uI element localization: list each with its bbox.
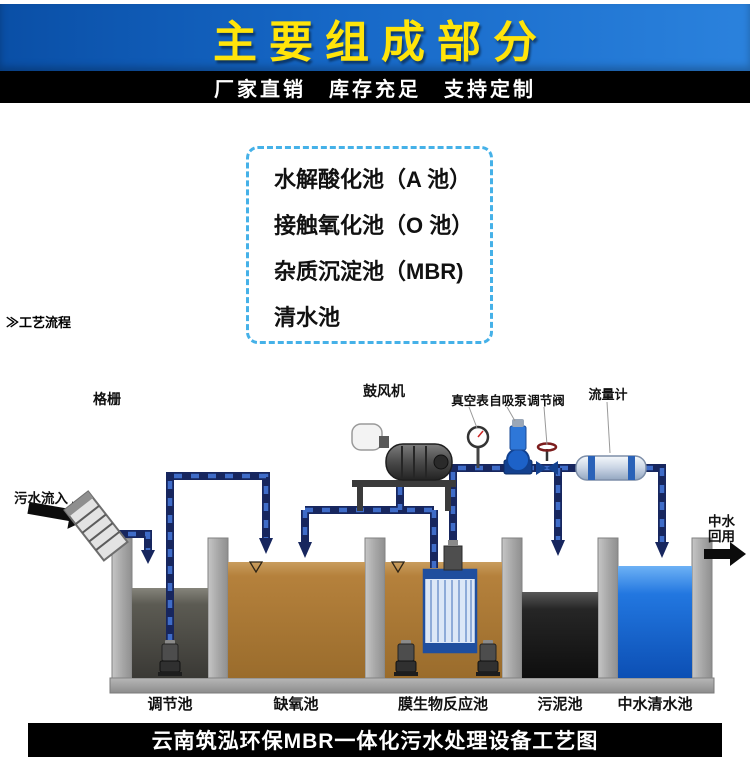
tank-foundation-slab: [109, 677, 715, 694]
leader-valve: [543, 406, 548, 446]
regulation-to-anoxic-pipe: [166, 472, 270, 642]
arrow-into-clear-tank: [655, 542, 669, 558]
header-banner: 主要组成部分: [0, 4, 750, 71]
component-item-o-tank: 接触氧化池（O 池）: [274, 213, 474, 238]
label-tank-clear: 中水清水池: [617, 695, 692, 713]
label-tank-anoxic: 缺氧池: [272, 695, 318, 713]
anoxic-tank-water: [228, 562, 365, 678]
water-level-mark-mbr: [390, 561, 406, 574]
process-diagram: 格栅 鼓风机 真空表 自吸泵 调节阀 流量计 污水流入 中水 回用 调节池 缺氧…: [14, 383, 746, 713]
label-tank-sludge: 污泥池: [537, 695, 582, 713]
label-reuse-line1: 中水: [708, 513, 736, 529]
submersible-pump-regulation: [157, 639, 183, 677]
self-priming-pump: [503, 419, 533, 475]
tank-wall-left: [111, 537, 133, 679]
label-self-priming-pump: 自吸泵: [489, 393, 527, 408]
arrow-into-regulation-tank: [141, 550, 155, 564]
component-item-a-tank: 水解酸化池（A 池）: [274, 167, 472, 192]
leader-pump: [506, 406, 516, 422]
footer-caption: 云南筑泓环保MBR一体化污水处理设备工艺图: [151, 730, 599, 753]
tank-wall-4: [597, 537, 619, 679]
label-vacuum-gauge: 真空表: [451, 393, 489, 408]
blower-unit: [351, 423, 456, 511]
water-level-mark-anoxic: [248, 561, 264, 574]
tank-wall-3: [501, 537, 523, 679]
leader-vacuum-gauge: [468, 406, 478, 429]
components-list-box: 水解酸化池（A 池） 接触氧化池（O 池） 杂质沉淀池（MBR) 清水池: [246, 146, 493, 344]
label-inflow: 污水流入: [14, 490, 68, 506]
tank-wall-1: [207, 537, 229, 679]
clear-tank-water: [618, 566, 692, 678]
flow-meter: [575, 455, 647, 481]
subtitle-text: 厂家直销 库存充足 支持定制: [214, 78, 536, 101]
membrane-motor: [443, 545, 463, 571]
submersible-pump-mbr-left: [393, 639, 419, 677]
bar-screen: [63, 490, 129, 562]
arrow-into-sludge-tank: [551, 540, 565, 556]
arrow-into-anoxic-tank-1: [259, 538, 273, 554]
label-tank-mbr: 膜生物反应池: [398, 695, 488, 713]
component-item-clear-tank: 清水池: [274, 305, 341, 330]
label-flow-meter: 流量计: [588, 387, 627, 402]
footer-caption-bar: 云南筑泓环保MBR一体化污水处理设备工艺图: [28, 723, 722, 757]
leader-flow-meter: [606, 401, 611, 454]
tank-wall-2: [364, 537, 386, 679]
sludge-tank-water: [522, 592, 598, 678]
vacuum-gauge: [466, 425, 490, 468]
submersible-pump-mbr-right: [475, 639, 501, 677]
label-blower: 鼓风机: [363, 383, 405, 399]
component-item-mbr-tank: 杂质沉淀池（MBR): [274, 259, 464, 284]
label-tank-regulation: 调节池: [147, 695, 192, 713]
reuse-arrow: [704, 542, 746, 566]
page-title: 主要组成部分: [213, 17, 549, 67]
process-flow-label: ≫工艺流程: [6, 315, 72, 330]
label-bar-screen: 格栅: [93, 391, 121, 407]
blower-inlet-filter: [351, 423, 383, 451]
subtitle-bar: 厂家直销 库存充足 支持定制: [0, 71, 750, 103]
label-reuse-line2: 回用: [708, 529, 735, 544]
air-distribution-pipe: [301, 487, 438, 568]
membrane-module: [422, 540, 478, 654]
arrow-into-anoxic-tank-2: [298, 542, 312, 558]
label-regulating-valve: 调节阀: [527, 393, 565, 408]
